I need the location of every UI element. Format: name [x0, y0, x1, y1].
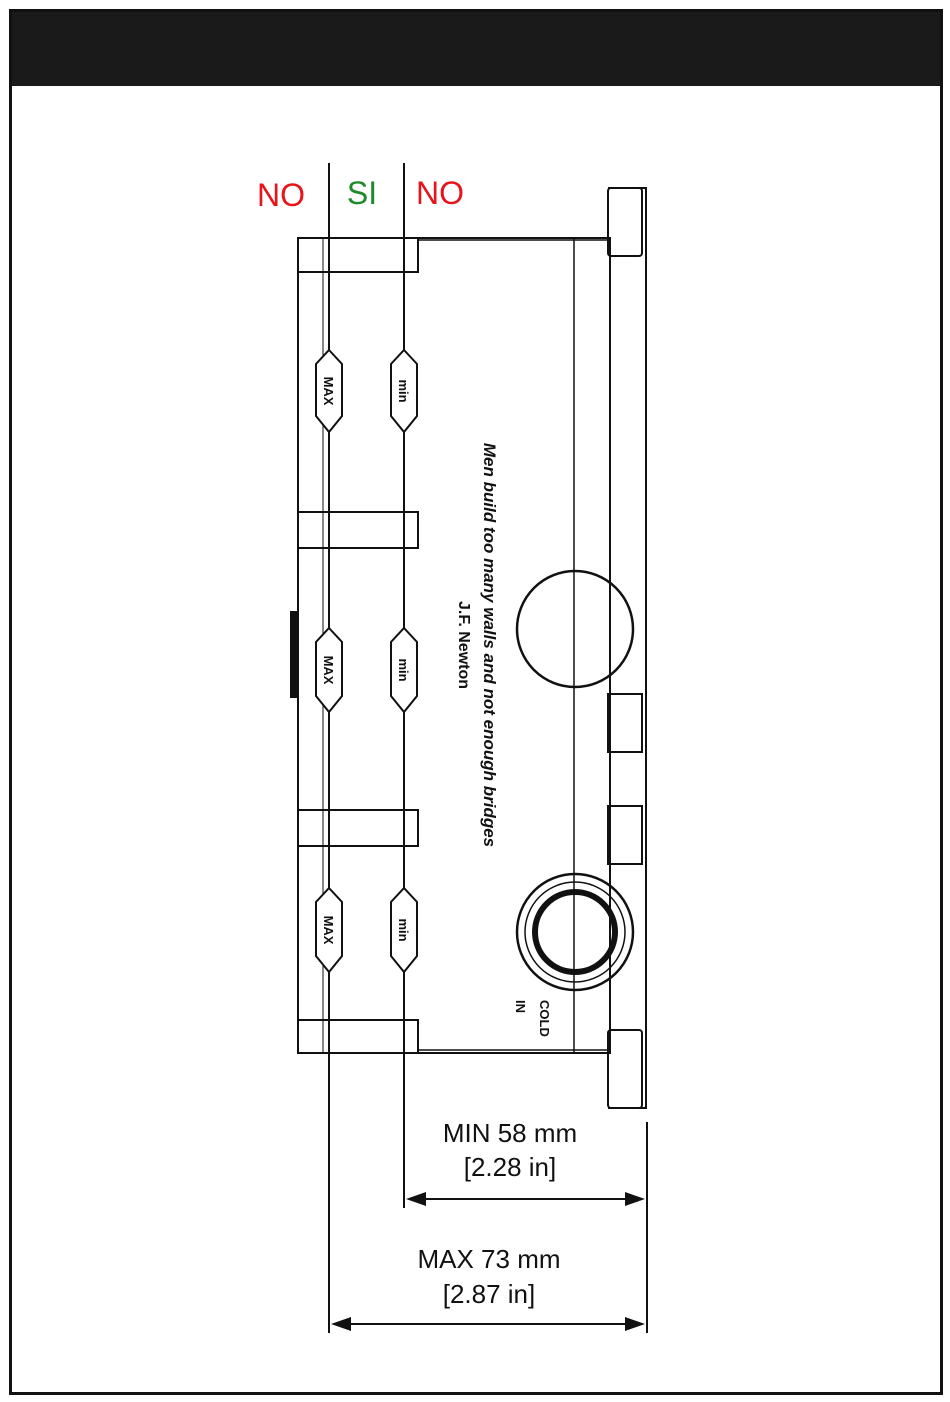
label-no-left: NO — [257, 177, 305, 213]
flange-cap-bottom — [608, 1030, 642, 1108]
label-si: SI — [347, 175, 377, 211]
flange-slot-upper — [608, 694, 642, 752]
cold-label: COLD — [537, 1000, 552, 1037]
max-label-1: MAX — [321, 377, 336, 406]
valve-body-outline — [298, 238, 610, 1053]
max-label-2: MAX — [321, 656, 336, 685]
side-tab — [291, 612, 298, 697]
outlet-port — [517, 571, 633, 687]
min-label-2: min — [396, 658, 411, 681]
mounting-band-upper — [298, 512, 418, 548]
min-label-1: min — [396, 379, 411, 402]
flange-cap-top — [608, 188, 642, 256]
min-label-3: min — [396, 918, 411, 941]
min-arrow-right — [625, 1192, 645, 1206]
min-arrow-left — [406, 1192, 426, 1206]
max-dimension-mm: MAX 73 mm — [417, 1244, 560, 1274]
quote-author: J.F. Newton — [455, 601, 472, 689]
right-flange — [608, 188, 646, 1108]
in-label: IN — [513, 1000, 528, 1013]
max-dimension-in: [2.87 in] — [443, 1279, 536, 1309]
min-dimension-mm: MIN 58 mm — [443, 1118, 577, 1148]
quote-text: Men build too many walls and not enough … — [480, 443, 499, 847]
min-dimension-in: [2.28 in] — [464, 1152, 557, 1182]
max-label-3: MAX — [321, 916, 336, 945]
mounting-band-lower — [298, 810, 418, 846]
max-arrow-left — [331, 1317, 351, 1331]
max-arrow-right — [625, 1317, 645, 1331]
flange-slot-lower — [608, 806, 642, 864]
label-no-right: NO — [416, 175, 464, 211]
